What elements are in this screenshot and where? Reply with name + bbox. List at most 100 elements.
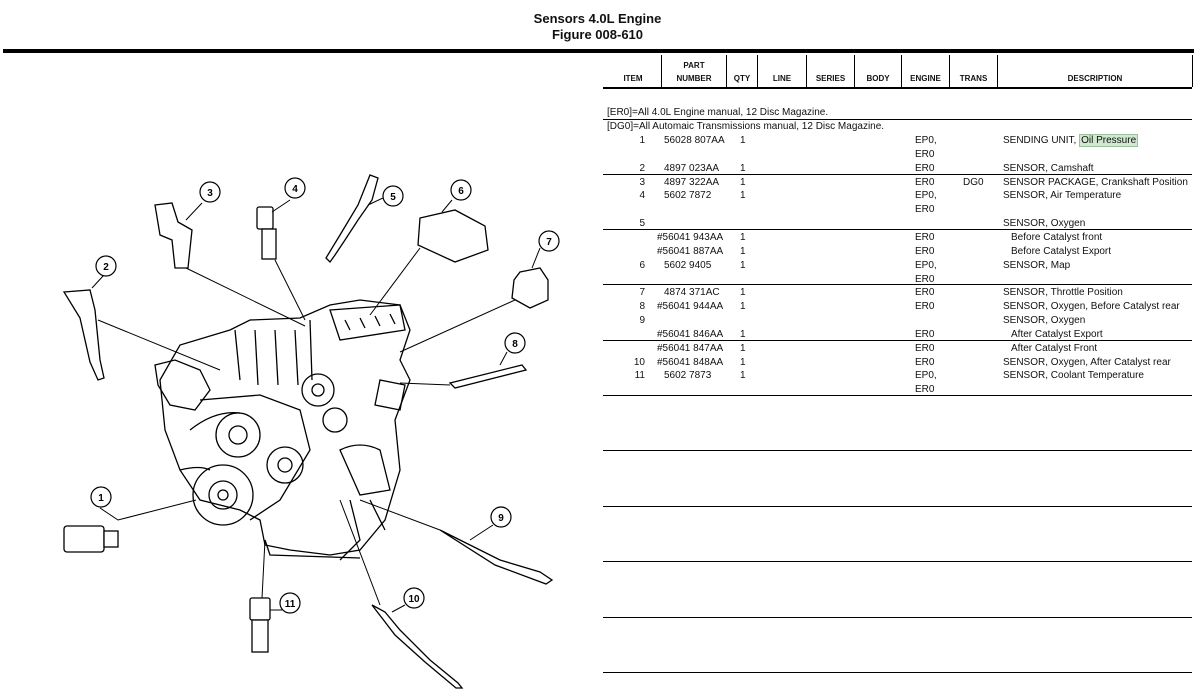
col-divider (757, 55, 758, 87)
row-rule (603, 119, 1192, 120)
cell-item: 1 (639, 135, 645, 146)
cell-qty: 1 (740, 190, 746, 202)
cell-engine: ER0 (915, 301, 935, 313)
sensor-1-oil-pressure (63, 525, 105, 553)
sensor-3-crankshaft (154, 202, 193, 269)
col-trans: TRANS (959, 74, 988, 83)
sensor-11-coolant (249, 597, 271, 621)
row-rule (603, 229, 1192, 230)
row-rule (603, 450, 1192, 451)
sensor-9-oxygen (439, 529, 554, 585)
col-description: DESCRIPTION (1067, 74, 1123, 83)
col-engine: ENGINE (910, 74, 941, 83)
engine-block (159, 299, 411, 556)
col-divider (661, 55, 662, 87)
cell-qty: 1 (740, 231, 746, 243)
row-rule (603, 284, 1192, 285)
cell-item: 2 (639, 162, 645, 174)
sensor-2-camshaft (62, 289, 105, 381)
sensor-6-map (417, 209, 489, 263)
callout-10: 10 (408, 594, 420, 605)
cell-engine: ER0 (915, 204, 935, 216)
col-divider (997, 55, 998, 87)
note-er0: [ER0]=All 4.0L Engine manual, 12 Disc Ma… (607, 107, 829, 118)
cell-description: Before Catalyst Export (1011, 245, 1112, 257)
cell-description: SENSOR, Oxygen (1003, 315, 1086, 327)
cell-engine: ER0 (915, 148, 935, 160)
cell-qty: 1 (740, 162, 746, 174)
description-text: SENDING UNIT, (1003, 135, 1080, 146)
cell-engine: EP0, (915, 259, 937, 271)
cell-qty: 1 (740, 342, 746, 354)
row-rule (603, 561, 1192, 562)
col-divider (726, 55, 727, 87)
cell-description: SENSOR PACKAGE, Crankshaft Position (1003, 176, 1188, 188)
cell-engine: ER0 (915, 231, 935, 243)
cell-part-number: 4874 371AC (664, 287, 720, 299)
cell-item: 3 (639, 176, 645, 188)
cell-engine: ER0 (915, 384, 935, 396)
cell-engine: ER0 (915, 287, 935, 299)
cell-item: 6 (639, 259, 645, 271)
cell-item: 5 (639, 218, 645, 230)
cell-item: 10 (633, 356, 645, 368)
col-series: SERIES (815, 74, 846, 83)
engine-sensor-diagram: 1 2 3 4 5 6 7 8 9 10 11 (62, 174, 560, 689)
cell-part-number: 4897 023AA (664, 162, 720, 174)
cell-qty: 1 (740, 259, 746, 271)
row-rule (603, 174, 1192, 175)
cell-part-number: #56041 944AA (657, 301, 724, 313)
cell-qty: 1 (740, 287, 746, 299)
callout-1: 1 (98, 493, 104, 504)
cell-description: Before Catalyst front (1011, 231, 1103, 243)
col-divider (854, 55, 855, 87)
cell-part-number: 5602 9405 (664, 259, 712, 271)
cell-item: 9 (639, 315, 645, 327)
col-divider (901, 55, 902, 87)
figure-number: Figure 008-610 (551, 27, 644, 42)
col-part-number: PART NUMBER (676, 61, 712, 83)
cell-part-number: #56041 943AA (657, 231, 724, 243)
cell-qty: 1 (740, 370, 746, 382)
cell-item: 8 (639, 301, 645, 313)
sensor-8-oxygen (448, 364, 528, 389)
cell-item: 4 (639, 190, 645, 202)
col-divider (806, 55, 807, 87)
cell-item: 11 (634, 370, 645, 382)
cell-description: SENSOR, Camshaft (1003, 162, 1094, 174)
cell-description: SENSOR, Coolant Temperature (1003, 370, 1144, 382)
cell-engine: ER0 (915, 328, 935, 340)
cell-description: SENSOR, Air Temperature (1003, 190, 1122, 202)
cell-engine: EP0, (915, 135, 937, 146)
cell-description: SENDING UNIT, Oil Pressure (1003, 134, 1139, 148)
row-rule (603, 617, 1192, 618)
cell-engine: ER0 (915, 273, 935, 285)
callout-11: 11 (285, 599, 296, 610)
callout-8: 8 (512, 339, 518, 350)
cell-description: After Catalyst Export (1011, 328, 1103, 340)
callout-4: 4 (292, 184, 298, 195)
cell-description: SENSOR, Map (1003, 259, 1071, 271)
cell-part-number: #56041 847AA (657, 342, 724, 354)
col-item: ITEM (623, 74, 643, 83)
cell-part-number: 4897 322AA (664, 176, 720, 188)
cell-qty: 1 (740, 135, 746, 146)
cell-trans: DG0 (963, 176, 984, 188)
cell-description: SENSOR, Oxygen, Before Catalyst rear (1003, 301, 1180, 313)
callout-9: 9 (498, 513, 504, 524)
cell-qty: 1 (740, 328, 746, 340)
header-rule (603, 87, 1192, 89)
callout-2: 2 (103, 262, 109, 273)
callout-6: 6 (458, 186, 464, 197)
sensor-7-throttle (511, 267, 549, 309)
cell-engine: EP0, (915, 190, 937, 202)
cell-part-number: 56028 807AA (664, 135, 725, 146)
cell-description: After Catalyst Front (1011, 342, 1098, 354)
cell-qty: 1 (740, 245, 746, 257)
row-rule (603, 395, 1192, 396)
cell-part-number: #56041 846AA (657, 328, 724, 340)
cell-qty: 1 (740, 301, 746, 313)
note-dg0: [DG0]=All Automaic Transmissions manual,… (607, 121, 885, 132)
cell-engine: ER0 (915, 176, 935, 188)
page-title: Sensors 4.0L Engine (533, 11, 662, 26)
